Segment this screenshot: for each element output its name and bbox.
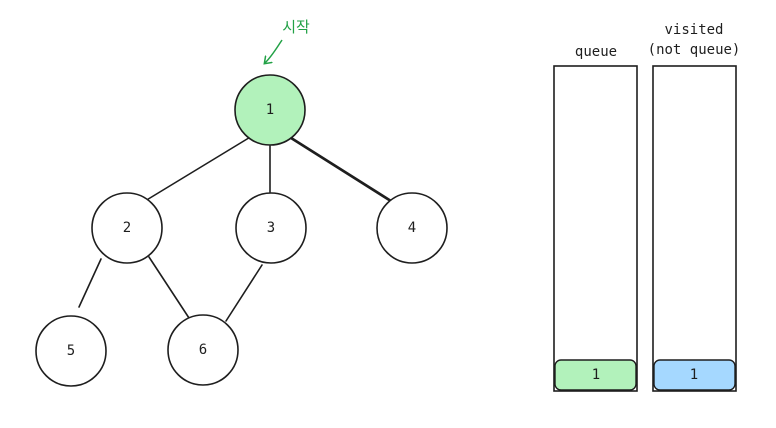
node-4-circle [376, 192, 448, 264]
graph-node-5: 5 [35, 315, 107, 387]
node-6-circle [167, 314, 239, 386]
queue-container [553, 65, 638, 392]
edge-1-2 [144, 135, 253, 202]
visited-item-box [653, 359, 736, 391]
graph-node-2: 2 [91, 192, 163, 264]
graph-node-3: 3 [235, 192, 307, 264]
queue-item: 1 [592, 367, 600, 383]
node-6-label: 6 [199, 342, 207, 358]
visited-title: visited [664, 22, 723, 38]
graph-edges [78, 135, 394, 322]
node-5-circle [35, 315, 107, 387]
visited-item: 1 [690, 367, 698, 383]
queue-item-box [554, 359, 637, 391]
visited-subtitle: (not queue) [648, 42, 741, 58]
edge-2-5 [78, 258, 102, 308]
node-2-circle [91, 192, 163, 264]
queue-panel: queue 1 [553, 44, 638, 392]
node-4-label: 4 [408, 220, 416, 236]
graph-node-6: 6 [167, 314, 239, 386]
queue-title: queue [575, 44, 617, 60]
node-5-label: 5 [67, 343, 75, 359]
start-arrow-icon [265, 39, 283, 63]
node-3-label: 3 [267, 220, 275, 236]
graph-nodes: 1 2 3 4 5 6 [35, 74, 448, 387]
start-annotation: 시작 [265, 18, 310, 63]
node-1-label: 1 [266, 102, 274, 118]
node-2-label: 2 [123, 220, 131, 236]
node-3-circle [235, 192, 307, 264]
visited-container [652, 65, 737, 392]
start-label: 시작 [282, 18, 310, 36]
edge-2-6 [148, 256, 190, 319]
node-1-circle [234, 74, 306, 146]
graph-node-1: 1 [234, 74, 306, 146]
visited-panel: visited (not queue) 1 [648, 22, 741, 392]
edge-1-4 [288, 135, 394, 204]
graph-node-4: 4 [376, 192, 448, 264]
edge-3-6 [225, 264, 263, 322]
